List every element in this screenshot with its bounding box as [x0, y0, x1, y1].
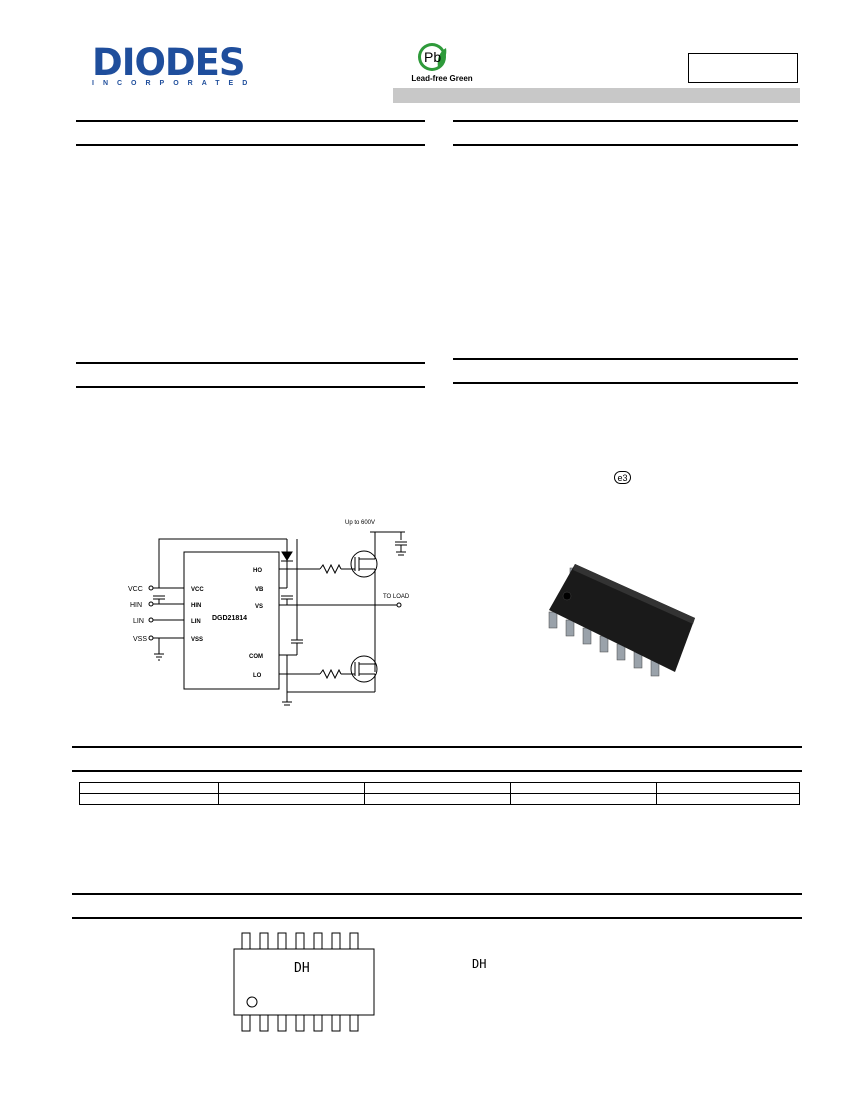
leadfree-label: Lead-free Green — [411, 74, 473, 83]
pin-com: COM — [249, 654, 263, 660]
table-row — [79, 782, 800, 794]
logo-text: DIODES — [92, 41, 246, 84]
section-rule — [453, 144, 798, 146]
marking-chip-text: DH — [294, 961, 310, 976]
pin-vs: VS — [255, 604, 263, 610]
section-rule — [72, 893, 802, 895]
lead-free-badge: Pb Lead-free Green — [402, 40, 482, 83]
pin-vss: VSS — [191, 637, 203, 643]
input-lin: LIN — [133, 618, 144, 625]
input-vcc: VCC — [128, 586, 143, 593]
pin-ho: HO — [253, 568, 262, 574]
section-rule — [72, 746, 802, 748]
diodes-logo: DIODES INCORPORATED — [92, 44, 256, 87]
section-rule — [76, 120, 425, 122]
pin-vb: VB — [255, 587, 264, 593]
section-rule — [72, 770, 802, 772]
pb-leaf-icon: Pb — [418, 43, 447, 71]
section-rule — [72, 917, 802, 919]
pin-lo: LO — [253, 673, 262, 679]
supply-label: Up to 600V — [345, 520, 375, 526]
marking-diagram: DH — [233, 932, 375, 1032]
input-hin: HIN — [130, 602, 142, 609]
pb-symbol: Pb — [424, 49, 441, 65]
section-rule — [76, 386, 425, 388]
section-rule — [453, 358, 798, 360]
section-rule — [453, 382, 798, 384]
table-row — [79, 793, 800, 805]
logo-subtext: INCORPORATED — [92, 80, 257, 87]
e3-mark: e3 — [614, 471, 631, 484]
pin-hin: HIN — [191, 603, 201, 609]
marking-side-text: DH — [472, 957, 487, 971]
input-vss: VSS — [133, 636, 147, 643]
section-rule — [76, 144, 425, 146]
pin-vcc: VCC — [191, 587, 204, 593]
ordering-table — [79, 782, 800, 805]
header-bar — [393, 88, 800, 103]
section-rule — [453, 120, 798, 122]
load-label: TO LOAD — [383, 594, 410, 600]
pin-lin: LIN — [191, 619, 201, 625]
application-circuit: Up to 600V TO LOAD DGD21814 VCC HIN LIN … — [128, 520, 410, 706]
package-image — [548, 564, 695, 677]
part-number-box — [688, 53, 798, 83]
ic-name: DGD21814 — [212, 615, 247, 622]
section-rule — [76, 362, 425, 364]
